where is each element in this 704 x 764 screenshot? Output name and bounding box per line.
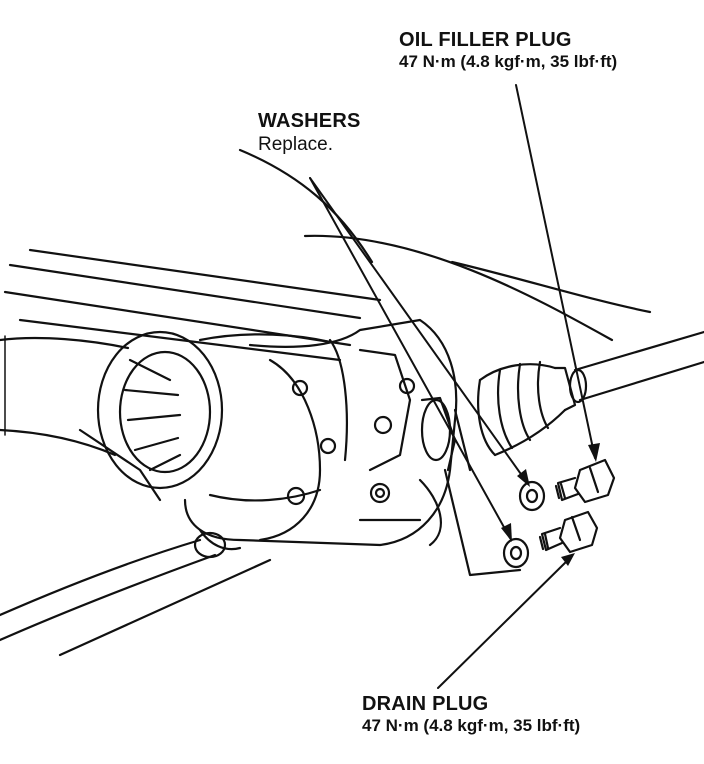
washers-note: Replace. bbox=[258, 134, 333, 156]
output-flange bbox=[420, 396, 472, 472]
drain-plug-bolt bbox=[538, 510, 599, 554]
oil-filler-plug-bolt bbox=[554, 458, 616, 504]
oil-filler-plug-callout: OIL FILLER PLUG 47 N·m (4.8 kgf·m, 35 lb… bbox=[399, 28, 617, 73]
right-axle-shaft bbox=[568, 330, 704, 404]
arrow-heads bbox=[501, 443, 600, 566]
washers-callout: WASHERS Replace. bbox=[258, 109, 361, 157]
oil-filler-plug-title: OIL FILLER PLUG bbox=[399, 29, 572, 51]
body-outline-lines bbox=[3, 148, 652, 362]
plug-bracket bbox=[443, 468, 522, 577]
washer-lower bbox=[502, 537, 530, 569]
washers-title: WASHERS bbox=[258, 110, 361, 132]
washer-upper bbox=[518, 480, 546, 512]
lower-support-arm bbox=[0, 531, 272, 657]
oil-filler-plug-torque: 47 N·m (4.8 kgf·m, 35 lbf·ft) bbox=[399, 52, 618, 72]
drain-plug-title: DRAIN PLUG bbox=[362, 693, 489, 715]
drain-plug-torque: 47 N·m (4.8 kgf·m, 35 lbf·ft) bbox=[362, 716, 581, 736]
gear-housing bbox=[78, 330, 332, 502]
drain-plug-callout: DRAIN PLUG 47 N·m (4.8 kgf·m, 35 lbf·ft) bbox=[362, 692, 580, 737]
leader-lines bbox=[309, 84, 596, 689]
cv-boot bbox=[477, 360, 577, 457]
transmission-case bbox=[183, 318, 458, 551]
left-axle-shaft bbox=[0, 335, 130, 457]
